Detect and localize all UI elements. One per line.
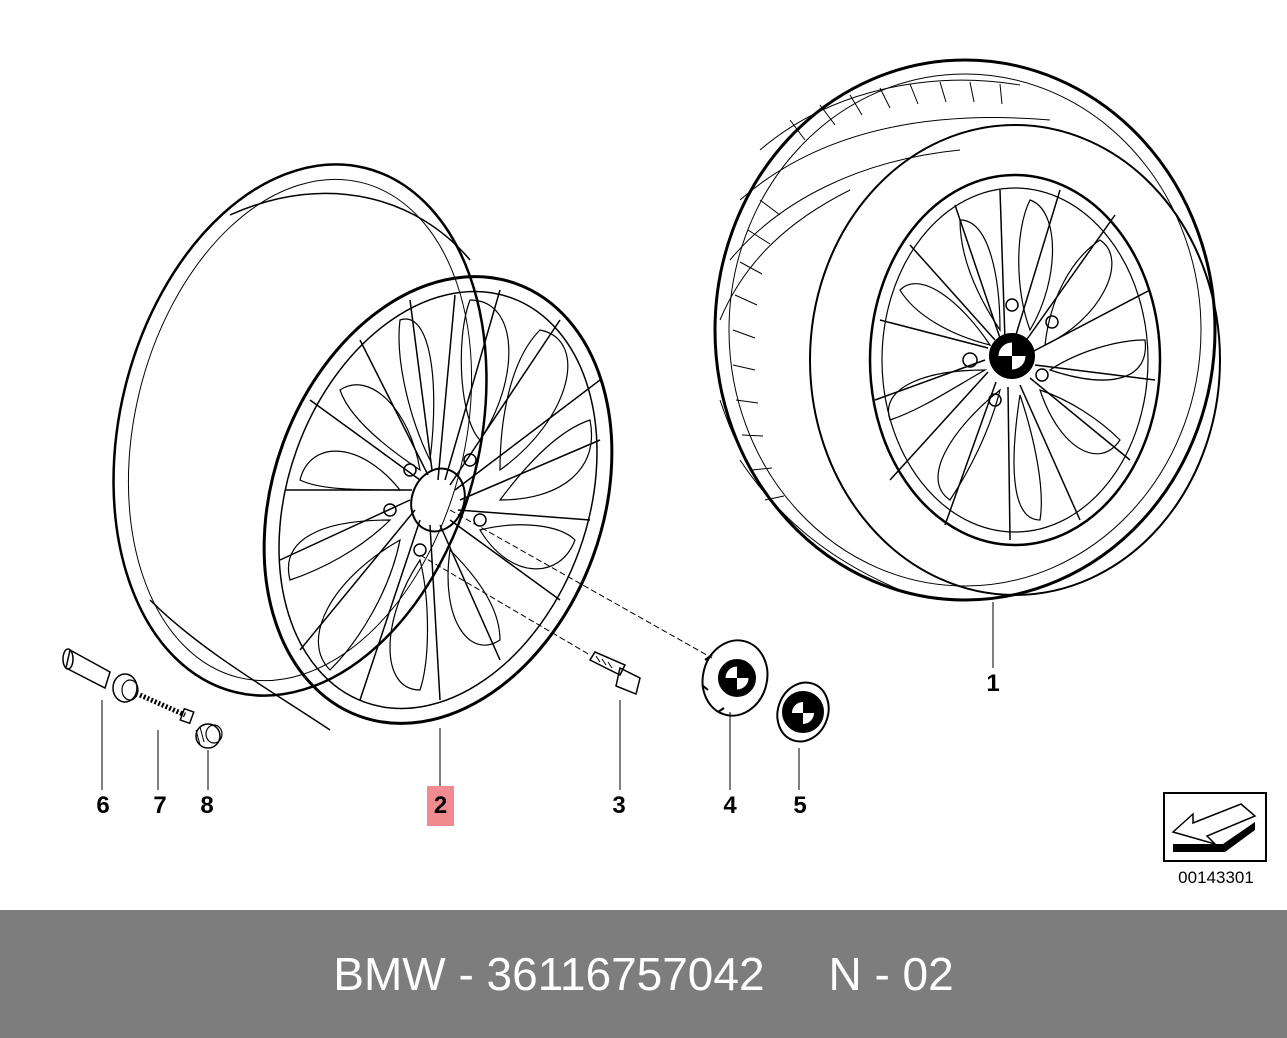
callout-1[interactable]: 1 xyxy=(986,670,1000,697)
callout-8[interactable]: 8 xyxy=(200,792,214,819)
callout-7[interactable]: 7 xyxy=(153,792,167,819)
leader-lines xyxy=(101,509,994,790)
valve-drawing xyxy=(62,648,139,703)
wheel-exploded-diagram xyxy=(62,58,1257,852)
alloy-rim-drawing xyxy=(112,163,614,731)
callout-5[interactable]: 5 xyxy=(793,792,807,819)
hub-cap-drawing xyxy=(701,639,769,717)
wheel-bolt-drawing xyxy=(588,651,641,696)
valve-cap-drawing xyxy=(195,723,223,749)
callout-4[interactable]: 4 xyxy=(723,792,737,819)
complete-wheel-drawing xyxy=(713,58,1221,602)
callout-3[interactable]: 3 xyxy=(612,792,626,819)
navigation-arrow-box[interactable] xyxy=(1163,792,1267,862)
diagram-reference-code: 00143301 xyxy=(1178,868,1254,887)
footer-part-info: BMW - 36116757042 N - 02 xyxy=(333,948,954,1000)
footer-bar: BMW - 36116757042 N - 02 xyxy=(0,910,1287,1038)
arrow-icon xyxy=(1171,803,1257,852)
callout-6[interactable]: 6 xyxy=(96,792,110,819)
valve-insert-drawing xyxy=(138,692,195,725)
callout-2[interactable]: 2 xyxy=(427,786,454,826)
emblem-drawing xyxy=(776,681,830,743)
